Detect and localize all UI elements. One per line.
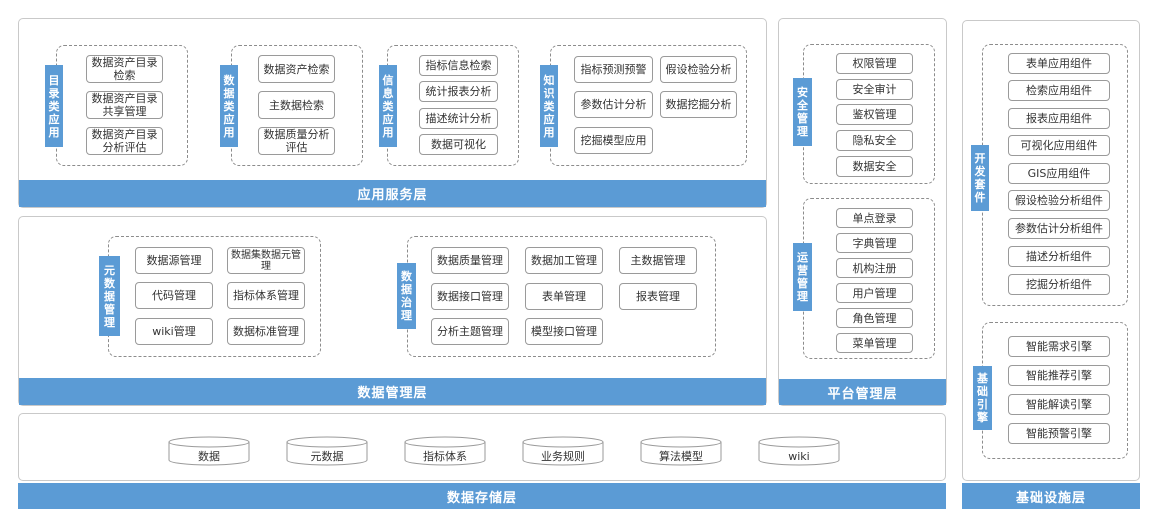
hypothesis-test-box[interactable]: 假设检验分析 [660, 56, 737, 83]
catalog-search-box[interactable]: 数据资产目录检索 [86, 55, 163, 83]
data-standard-box[interactable]: 数据标准管理 [227, 318, 305, 345]
dataset-element-box[interactable]: 数据集数据元管理 [227, 247, 305, 274]
quality-mgmt-box[interactable]: 数据质量管理 [431, 247, 509, 274]
engine-label: 基础引擎 [973, 366, 992, 430]
data-security-box[interactable]: 数据安全 [836, 156, 913, 177]
data-mining-box[interactable]: 数据挖掘分析 [660, 91, 737, 118]
storage-bar: 数据存储层 [18, 483, 946, 509]
storage-indicator-label: 指标体系 [423, 450, 467, 463]
storage-algorithm-cylinder: 算法模型 [640, 436, 722, 466]
mining-component-box[interactable]: 挖掘分析组件 [1008, 274, 1110, 295]
governance-label: 数据治理 [397, 263, 416, 329]
report-analysis-box[interactable]: 统计报表分析 [419, 81, 498, 102]
auth-mgmt-box[interactable]: 鉴权管理 [836, 104, 913, 125]
knowledge-apps-label: 知识类应用 [540, 65, 558, 147]
storage-metadata-cylinder: 元数据 [286, 436, 368, 466]
infra-bar: 基础设施层 [962, 483, 1140, 509]
param-estimation-box[interactable]: 参数估计分析 [574, 91, 653, 118]
processing-mgmt-box[interactable]: 数据加工管理 [525, 247, 603, 274]
storage-data-label: 数据 [198, 450, 220, 463]
mining-model-box[interactable]: 挖掘模型应用 [574, 127, 653, 154]
demand-engine-box[interactable]: 智能需求引擎 [1008, 336, 1110, 357]
data-apps-label: 数据类应用 [220, 65, 238, 147]
asset-search-box[interactable]: 数据资产检索 [258, 55, 335, 83]
viz-component-box[interactable]: 可视化应用组件 [1008, 135, 1110, 156]
hypothesis-component-box[interactable]: 假设检验分析组件 [1008, 190, 1110, 211]
security-audit-box[interactable]: 安全审计 [836, 79, 913, 100]
storage-rules-label: 业务规则 [541, 450, 585, 463]
form-mgmt-box[interactable]: 表单管理 [525, 283, 603, 310]
report-component-box[interactable]: 报表应用组件 [1008, 108, 1110, 129]
menu-mgmt-box[interactable]: 菜单管理 [836, 333, 913, 353]
search-component-box[interactable]: 检索应用组件 [1008, 80, 1110, 101]
master-search-box[interactable]: 主数据检索 [258, 91, 335, 119]
catalog-assess-box[interactable]: 数据资产目录分析评估 [86, 127, 163, 155]
descriptive-component-box[interactable]: 描述分析组件 [1008, 246, 1110, 267]
model-interface-box[interactable]: 模型接口管理 [525, 318, 603, 345]
interface-mgmt-box[interactable]: 数据接口管理 [431, 283, 509, 310]
user-mgmt-box[interactable]: 用户管理 [836, 283, 913, 303]
indicator-system-box[interactable]: 指标体系管理 [227, 282, 305, 309]
info-apps-label: 信息类应用 [379, 65, 397, 147]
storage-indicator-cylinder: 指标体系 [404, 436, 486, 466]
form-component-box[interactable]: 表单应用组件 [1008, 53, 1110, 74]
platform-bar: 平台管理层 [779, 379, 946, 405]
datasource-mgmt-box[interactable]: 数据源管理 [135, 247, 213, 274]
interpret-engine-box[interactable]: 智能解读引擎 [1008, 394, 1110, 415]
catalog-apps-label: 目录类应用 [45, 65, 63, 147]
role-mgmt-box[interactable]: 角色管理 [836, 308, 913, 328]
descriptive-stats-box[interactable]: 描述统计分析 [419, 108, 498, 129]
dictionary-mgmt-box[interactable]: 字典管理 [836, 233, 913, 253]
security-label: 安全管理 [793, 78, 812, 146]
storage-metadata-label: 元数据 [310, 450, 344, 463]
privacy-security-box[interactable]: 隐私安全 [836, 130, 913, 151]
storage-data-cylinder: 数据 [168, 436, 250, 466]
devkit-label: 开发套件 [971, 145, 989, 211]
sso-box[interactable]: 单点登录 [836, 208, 913, 228]
warning-engine-box[interactable]: 智能预警引擎 [1008, 423, 1110, 444]
permission-mgmt-box[interactable]: 权限管理 [836, 53, 913, 74]
data-viz-box[interactable]: 数据可视化 [419, 134, 498, 155]
recommend-engine-box[interactable]: 智能推荐引擎 [1008, 365, 1110, 386]
org-register-box[interactable]: 机构注册 [836, 258, 913, 278]
storage-wiki-cylinder: wiki [758, 436, 840, 466]
storage-rules-cylinder: 业务规则 [522, 436, 604, 466]
data-mgmt-bar: 数据管理层 [19, 378, 766, 405]
param-component-box[interactable]: 参数估计分析组件 [1008, 218, 1110, 239]
wiki-mgmt-box[interactable]: wiki管理 [135, 318, 213, 345]
ops-label: 运营管理 [793, 243, 812, 311]
storage-algorithm-label: 算法模型 [659, 450, 703, 463]
catalog-share-box[interactable]: 数据资产目录共享管理 [86, 91, 163, 119]
quality-assess-box[interactable]: 数据质量分析评估 [258, 127, 335, 155]
storage-wiki-label: wiki [788, 449, 810, 463]
indicator-search-box[interactable]: 指标信息检索 [419, 55, 498, 76]
code-mgmt-box[interactable]: 代码管理 [135, 282, 213, 309]
metadata-label: 元数据管理 [99, 256, 120, 336]
app-service-bar: 应用服务层 [19, 180, 766, 207]
topic-mgmt-box[interactable]: 分析主题管理 [431, 318, 509, 345]
master-data-box[interactable]: 主数据管理 [619, 247, 697, 274]
report-mgmt-box[interactable]: 报表管理 [619, 283, 697, 310]
forecast-warning-box[interactable]: 指标预测预警 [574, 56, 653, 83]
gis-component-box[interactable]: GIS应用组件 [1008, 163, 1110, 184]
